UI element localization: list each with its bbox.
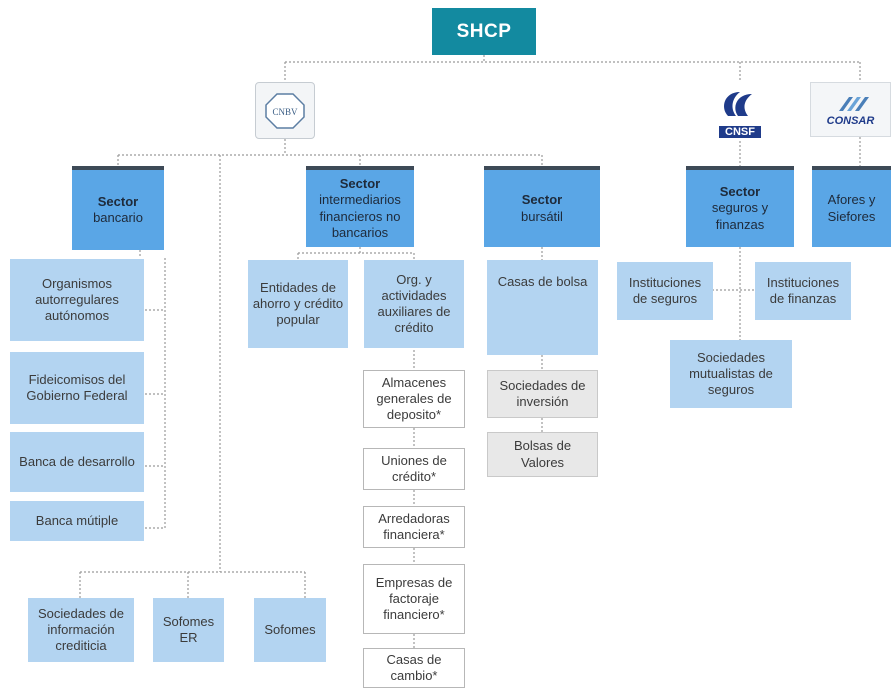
bancario-item: Fideicomisos del Gobierno Federal — [10, 352, 144, 424]
cnsf-logo-text: CNSF — [719, 125, 761, 138]
auxiliar-item: Casas de cambio* — [363, 648, 465, 688]
instituciones-seguros-box: Instituciones de seguros — [617, 262, 713, 320]
sociedades-mutualistas-box: Sociedades mutualistas de seguros — [670, 340, 792, 408]
cnbv-bottom-item: Sofomes — [254, 598, 326, 662]
sector-bursatil-title: Sector — [521, 192, 563, 208]
consar-logo-text: CONSAR — [826, 114, 875, 127]
sector-afores: Afores y Siefores — [812, 166, 891, 247]
instituciones-finanzas-box: Instituciones de finanzas — [755, 262, 851, 320]
auxiliar-item: Arredadoras financiera* — [363, 506, 465, 548]
sector-intermediarios-title: Sector — [339, 176, 381, 191]
sector-afores-name: Afores y Siefores — [827, 192, 876, 224]
shcp-node: SHCP — [432, 8, 536, 55]
bancario-item: Organismos autorregulares autónomos — [10, 259, 144, 341]
svg-text:CNBV: CNBV — [272, 107, 298, 117]
bancario-item: Banca mútiple — [10, 501, 144, 541]
bancario-item: Banca de desarrollo — [10, 432, 144, 492]
cnsf-emblem-icon — [724, 91, 752, 116]
sector-seguros-title: Sector — [719, 184, 761, 200]
sector-intermediarios-name: intermediarios financieros no bancarios — [319, 192, 401, 240]
sector-seguros-name: seguros y finanzas — [711, 200, 769, 232]
cnbv-bottom-item: Sociedades de información crediticia — [28, 598, 134, 662]
cnbv-bottom-item: Sofomes ER — [153, 598, 224, 662]
shcp-label: SHCP — [456, 20, 512, 42]
consar-emblem-icon — [838, 96, 869, 111]
entidades-ahorro-box: Entidades de ahorro y crédito popular — [248, 260, 348, 348]
sociedades-inversion-box: Sociedades de inversión — [487, 370, 598, 418]
bolsas-valores-box: Bolsas de Valores — [487, 432, 598, 477]
org-auxiliares-box: Org. y actividades auxiliares de crédito — [364, 260, 464, 348]
sector-bancario-name: bancario — [93, 210, 143, 225]
auxiliar-item: Empresas de factoraje financiero* — [363, 564, 465, 634]
sector-seguros: Sector seguros y finanzas — [686, 166, 794, 247]
sector-intermediarios: Sector intermediarios financieros no ban… — [306, 166, 414, 247]
cnsf-logo: CNSF — [700, 82, 780, 141]
consar-logo: CONSAR — [810, 82, 891, 137]
sector-bancario: Sector bancario — [72, 166, 164, 250]
auxiliar-item: Almacenes generales de deposito* — [363, 370, 465, 428]
cnbv-logo: CNBV — [255, 82, 315, 139]
sector-bancario-title: Sector — [97, 193, 139, 209]
casas-bolsa-box: Casas de bolsa — [487, 260, 598, 355]
auxiliar-item: Uniones de crédito* — [363, 448, 465, 490]
cnbv-emblem-icon: CNBV — [265, 92, 305, 129]
sector-bursatil: Sector bursátil — [484, 166, 600, 247]
sector-bursatil-name: bursátil — [521, 208, 563, 224]
